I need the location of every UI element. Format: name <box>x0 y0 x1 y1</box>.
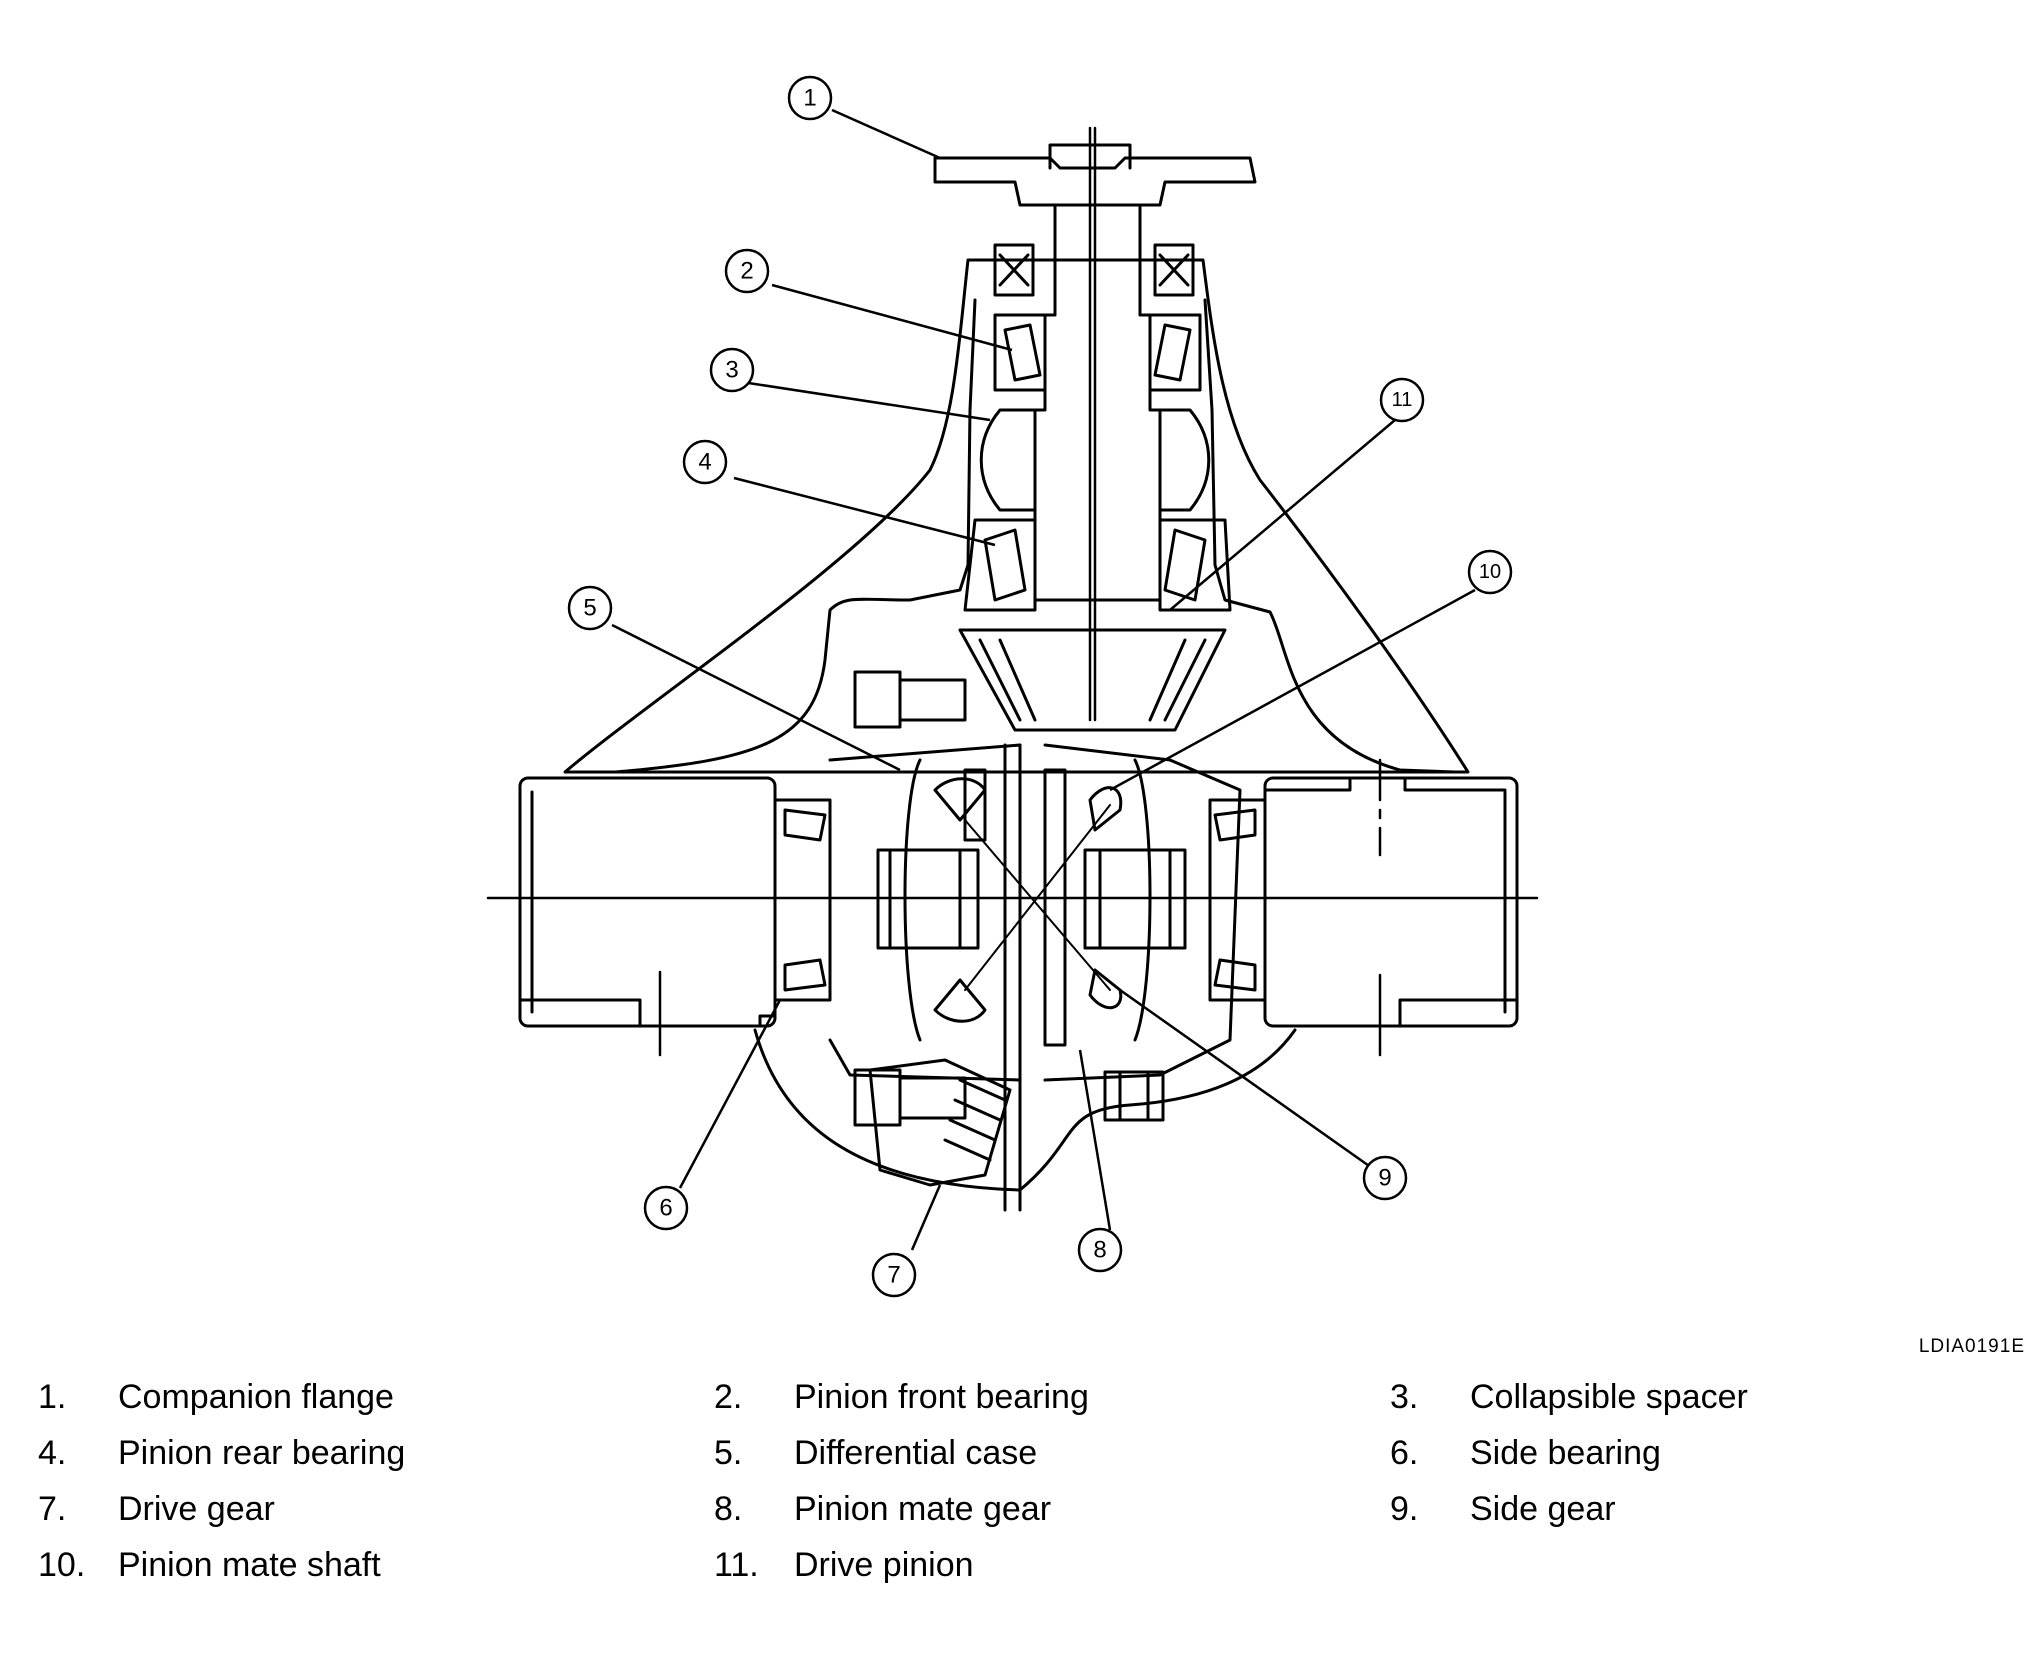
companion-flange <box>933 156 1257 207</box>
callout-1: 1 <box>787 75 833 121</box>
legend-label: Collapsible spacer <box>1470 1378 1748 1416</box>
callout-9: 9 <box>1362 1155 1408 1201</box>
callout-1-label: 1 <box>803 85 816 112</box>
legend-number: 3. <box>1390 1378 1419 1416</box>
legend-number: 9. <box>1390 1490 1419 1528</box>
callout-2-label: 2 <box>740 258 753 285</box>
carrier-cover-lower <box>753 1028 1297 1192</box>
callout-5-label: 5 <box>583 595 596 622</box>
callout-7-label: 7 <box>887 1262 900 1289</box>
legend-number: 11. <box>714 1546 759 1584</box>
legend-label: Drive pinion <box>794 1546 974 1584</box>
carrier-inner-outline <box>613 298 1457 774</box>
callout-10: 10 <box>1467 549 1513 595</box>
side-gear-left <box>876 848 980 950</box>
legend-label: Companion flange <box>118 1378 394 1416</box>
pinion-rear-bearing-right <box>1158 518 1232 612</box>
drive-gear-bolt-top <box>853 670 902 729</box>
side-gear-right <box>1083 848 1187 950</box>
callout-6-label: 6 <box>659 1195 672 1222</box>
legend-number: 7. <box>38 1490 67 1528</box>
legend-number: 10. <box>38 1546 86 1584</box>
pinion-front-bearing-left <box>993 313 1047 392</box>
callout-9-label: 9 <box>1378 1165 1391 1192</box>
drive-gear-bolt-bottom <box>853 1068 902 1127</box>
oil-seal-left <box>993 243 1035 297</box>
callout-2: 2 <box>724 248 770 294</box>
pinion-shaft <box>1033 203 1162 602</box>
callout-5: 5 <box>567 585 613 631</box>
legend-number: 2. <box>714 1378 743 1416</box>
side-bearing-left <box>773 798 832 1002</box>
callout-8: 8 <box>1077 1227 1123 1273</box>
figure-reference-code: LDIA0191E <box>1918 1336 2025 1357</box>
callout-8-label: 8 <box>1093 1237 1106 1264</box>
right-axle-tube <box>1263 776 1519 1028</box>
legend-label: Side bearing <box>1470 1434 1661 1472</box>
legend-number: 6. <box>1390 1434 1419 1472</box>
drive-gear <box>868 1058 1012 1187</box>
pinion-rear-bearing-left <box>963 518 1037 612</box>
legend-label: Pinion mate gear <box>794 1490 1052 1528</box>
legend-label: Drive gear <box>118 1490 275 1528</box>
differential-cross-section-diagram: 1 2 3 4 5 6 7 8 9 10 11 <box>486 75 1539 1298</box>
callout-11-label: 11 <box>1392 389 1413 411</box>
legend-number: 4. <box>38 1434 67 1472</box>
legend-number: 5. <box>714 1434 743 1472</box>
callout-11: 11 <box>1379 377 1425 423</box>
legend-label: Pinion rear bearing <box>118 1434 406 1472</box>
legend-label: Differential case <box>794 1434 1038 1472</box>
callout-4-label: 4 <box>698 449 711 476</box>
pinion-mate-gear-top <box>963 768 987 842</box>
callout-3: 3 <box>709 347 755 393</box>
oil-seal-right <box>1153 243 1195 297</box>
left-axle-tube <box>518 776 777 1028</box>
side-bearing-right <box>1208 798 1267 1002</box>
legend-label: Pinion front bearing <box>794 1378 1089 1416</box>
pinion-front-bearing-right <box>1148 313 1202 392</box>
pinion-mate-gear-bottom <box>1043 768 1067 1047</box>
callout-10-label: 10 <box>1479 561 1501 583</box>
legend-label: Pinion mate shaft <box>118 1546 381 1584</box>
parts-legend: 1. Companion flange 2. Pinion front bearin… <box>0 1378 2043 1618</box>
legend-number: 1. <box>38 1378 67 1416</box>
callout-group: 1 2 3 4 5 6 7 8 9 10 11 <box>567 75 1513 1298</box>
callout-6: 6 <box>643 1185 689 1231</box>
callout-7: 7 <box>871 1252 917 1298</box>
legend-number: 8. <box>714 1490 743 1528</box>
legend-label: Side gear <box>1470 1490 1616 1528</box>
drive-pinion-head <box>958 628 1227 732</box>
carrier-housing-outline <box>563 258 1470 774</box>
drain-plug <box>1103 1070 1165 1122</box>
callout-3-label: 3 <box>725 357 738 384</box>
callout-4: 4 <box>682 439 728 485</box>
collapsible-spacer <box>979 408 1211 512</box>
